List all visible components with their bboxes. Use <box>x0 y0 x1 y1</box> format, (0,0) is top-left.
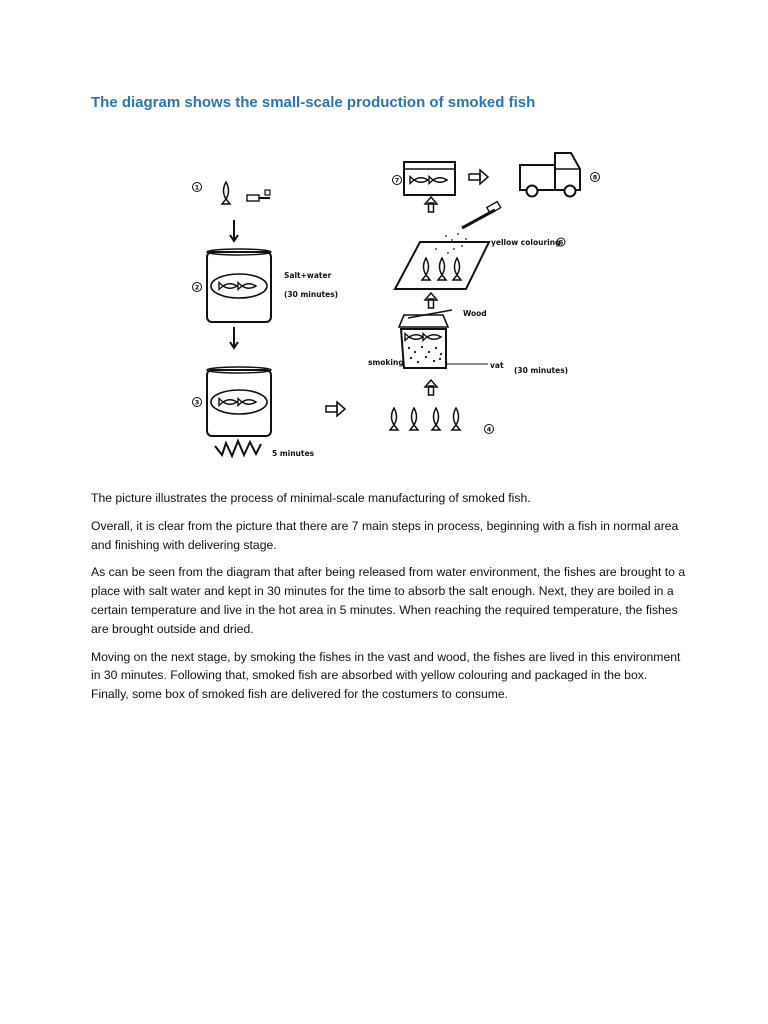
step-4-number: 4 <box>487 426 492 434</box>
arrow-up-3 <box>425 197 437 212</box>
vat-label: vat <box>490 361 504 370</box>
arrow-right-1 <box>326 402 345 416</box>
thirty-minutes-label-a: (30 minutes) <box>284 290 338 299</box>
thirty-minutes-label-b: (30 minutes) <box>514 366 568 375</box>
salt-water-label: Salt+water <box>284 271 332 280</box>
step-7-packaging-box: 7 <box>393 162 456 195</box>
step-4-fish-group: 4 <box>390 408 494 434</box>
arrow-down-2 <box>230 327 238 348</box>
paragraph-4: Moving on the next stage, by smoking the… <box>91 648 687 704</box>
step-5-smoking-vat: Wood smoking vat (30 minutes) <box>368 309 568 375</box>
five-minutes-label: 5 minutes <box>272 449 315 458</box>
arrow-up-1 <box>425 380 437 395</box>
step-8-delivery-truck: 8 <box>520 153 600 197</box>
hose-icon <box>247 190 270 201</box>
smoked-fish-process-diagram: 1 2 Salt+water (30 minutes) <box>150 128 624 476</box>
step-2-salt-water-drum: 2 Salt+water (30 minutes) <box>193 249 339 322</box>
arrow-right-2 <box>469 170 488 184</box>
essay-body: The picture illustrates the process of m… <box>91 489 687 713</box>
step-1-number: 1 <box>195 184 200 192</box>
yellow-colouring-label: yellow colouring <box>491 238 560 247</box>
step-2-number: 2 <box>195 284 200 292</box>
dropper-icon <box>462 202 501 228</box>
step-1-fish: 1 <box>193 182 271 204</box>
wood-label: Wood <box>463 309 487 318</box>
paragraph-3: As can be seen from the diagram that aft… <box>91 563 687 638</box>
step-6-yellow-colouring-tray: yellow colouring 6 <box>395 202 565 289</box>
paragraph-2: Overall, it is clear from the picture th… <box>91 517 687 555</box>
step-8-number: 8 <box>593 174 598 182</box>
step-3-boiling-drum: 3 5 minutes <box>193 367 315 458</box>
step-3-number: 3 <box>195 399 200 407</box>
smoking-label: smoking <box>368 358 404 367</box>
step-6-number: 6 <box>559 239 564 247</box>
paragraph-1: The picture illustrates the process of m… <box>91 489 687 508</box>
arrow-down-1 <box>230 220 238 241</box>
step-7-number: 7 <box>395 177 400 185</box>
arrow-up-2 <box>425 293 437 308</box>
page-title: The diagram shows the small-scale produc… <box>91 94 535 111</box>
